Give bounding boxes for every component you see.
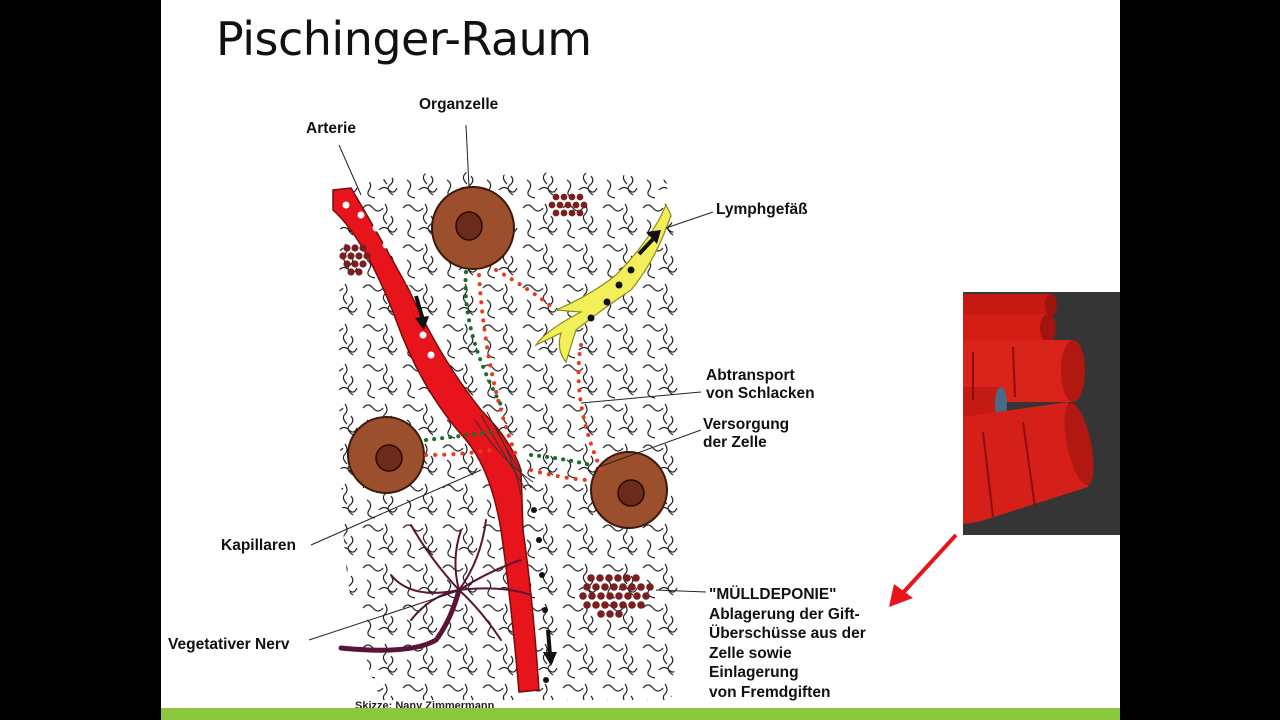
label-muelldeponie-title: "MÜLLDEPONIE" <box>709 586 837 603</box>
label-abtransport: Abtransport von Schlacken <box>706 367 815 403</box>
label-arterie: Arterie <box>306 120 356 137</box>
pischinger-diagram <box>308 124 958 701</box>
organ-cell-top <box>431 186 515 270</box>
slide: Pischinger-Raum <box>161 0 1120 720</box>
deposit-cluster-3 <box>579 574 654 618</box>
waste-transport-dots <box>424 268 603 482</box>
slide-title: Pischinger-Raum <box>216 12 592 66</box>
vegetative-nerve <box>338 519 532 653</box>
red-barrels-image <box>963 292 1120 535</box>
organ-cell-left <box>347 416 425 494</box>
artery-dots-dark <box>531 507 549 683</box>
label-muell-line1: Ablagerung der Gift- <box>709 605 860 623</box>
label-vegetativer-nerv: Vegetativer Nerv <box>168 636 290 653</box>
label-abtransport-line2: von Schlacken <box>706 385 815 402</box>
label-versorgung-line1: Versorgung <box>703 416 790 433</box>
organ-cell-right <box>590 451 668 529</box>
red-pointer-arrow <box>899 533 958 597</box>
label-muell-line4: Einlagerung <box>709 664 799 681</box>
label-muell-line3: Zelle sowie <box>709 644 792 662</box>
artery-flow-arrow-2 <box>546 629 552 656</box>
label-versorgung: Versorgung der Zelle <box>703 416 789 452</box>
lymph-dots <box>587 266 635 322</box>
label-muell-line2: Überschüsse aus der <box>709 625 866 642</box>
deposit-cluster-2 <box>339 244 371 276</box>
artery <box>332 187 540 693</box>
label-kapillaren: Kapillaren <box>221 537 296 554</box>
artery-flow-arrow-1 <box>414 295 425 321</box>
supply-dots <box>424 270 593 467</box>
bottom-accent-bar <box>161 708 1120 720</box>
label-organzelle: Organzelle <box>419 96 499 113</box>
leader-lines <box>308 124 714 641</box>
label-muelldeponie: "MÜLLDEPONIE" Ablagerung der Gift- Übers… <box>709 585 866 702</box>
artery-dots <box>342 201 435 359</box>
label-versorgung-line2: der Zelle <box>703 434 767 451</box>
capillaries <box>474 411 534 496</box>
deposit-cluster-1 <box>548 193 588 217</box>
label-muell-line5: von Fremdgiften <box>709 683 831 701</box>
label-lymphgefaess: Lymphgefäß <box>716 201 808 218</box>
label-abtransport-line1: Abtransport <box>706 367 795 384</box>
lymph-vessel <box>534 203 672 364</box>
